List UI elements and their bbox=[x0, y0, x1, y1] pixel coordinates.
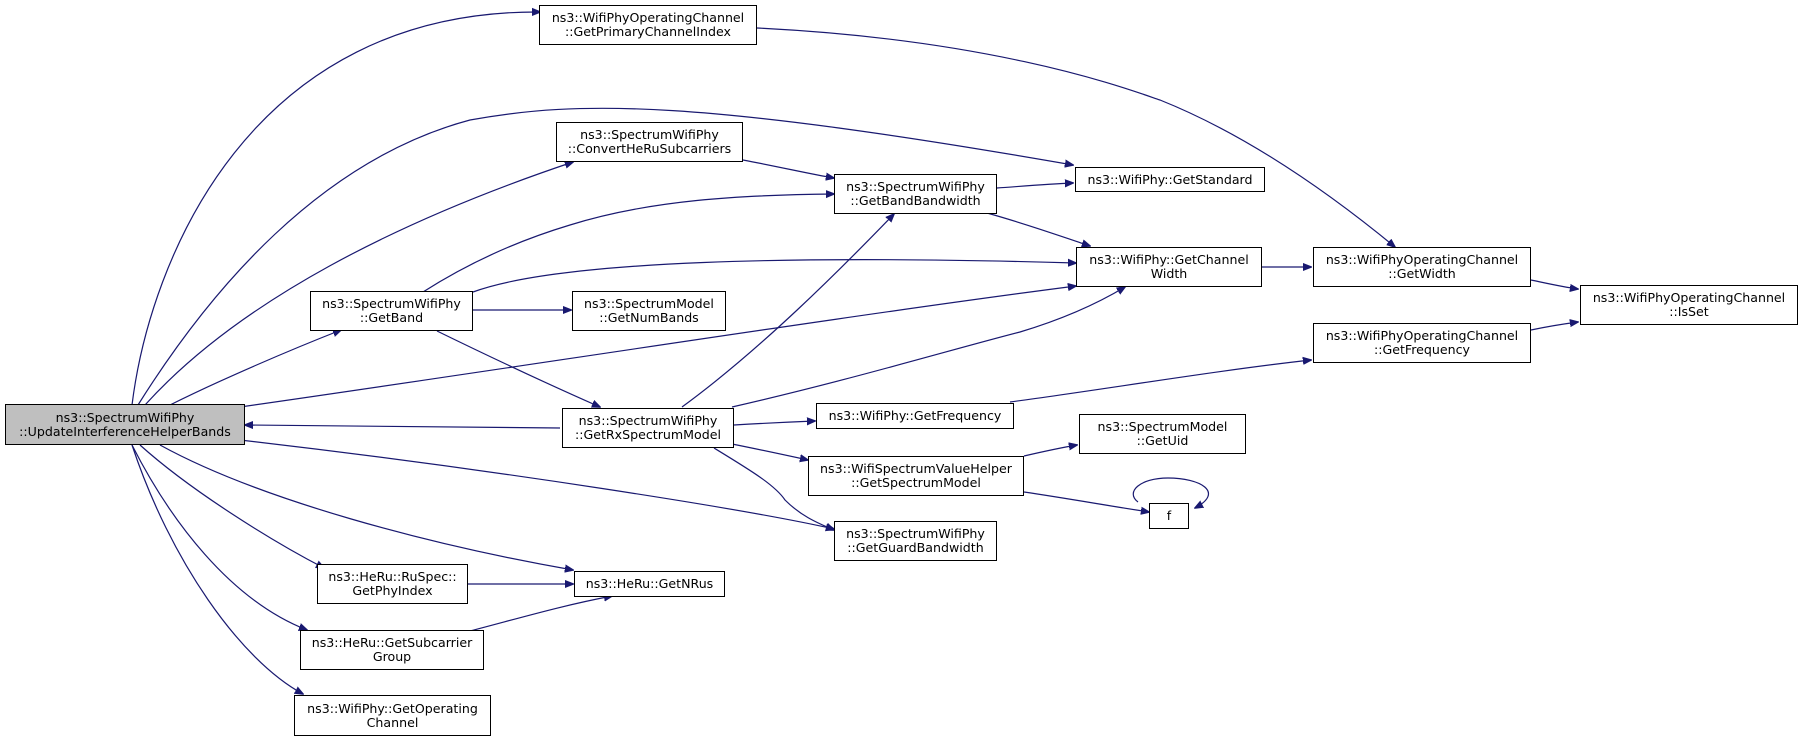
node-label-line1: ns3::SpectrumWifiPhy bbox=[322, 296, 461, 311]
edge-band-bandwidth-to-channel-width bbox=[986, 212, 1090, 246]
edge-rx-model-to-update bbox=[245, 425, 561, 428]
node-f[interactable]: f bbox=[1149, 503, 1189, 529]
edge-op-frequency-to-is-set bbox=[1530, 322, 1578, 331]
edge-getband-to-band-bandwidth bbox=[422, 194, 834, 293]
edge-update-to-n-rus bbox=[159, 444, 573, 570]
node-label-line2: ::ConvertHeRuSubcarriers bbox=[567, 141, 732, 156]
node-label-line1: ns3::WifiPhyOperatingChannel bbox=[1325, 252, 1519, 267]
edge-update-to-operating-channel bbox=[131, 444, 303, 694]
node-get-num-bands[interactable]: ns3::SpectrumModel ::GetNumBands bbox=[572, 291, 726, 331]
edge-spectrum-model-to-uid bbox=[1023, 445, 1077, 457]
edge-update-to-convert bbox=[144, 162, 573, 406]
edge-update-to-guard-bandwidth bbox=[239, 439, 834, 529]
node-label-line1: ns3::SpectrumWifiPhy bbox=[580, 127, 719, 142]
node-label-line1: ns3::WifiPhy::GetStandard bbox=[1087, 171, 1253, 187]
node-label-line2: Group bbox=[372, 649, 412, 664]
node-wifiphy-get-frequency[interactable]: ns3::WifiPhy::GetFrequency bbox=[816, 403, 1014, 429]
node-is-set[interactable]: ns3::WifiPhyOperatingChannel ::IsSet bbox=[1580, 285, 1798, 325]
node-label-line1: ns3::HeRu::GetSubcarrier bbox=[311, 635, 473, 650]
node-get-channel-width[interactable]: ns3::WifiPhy::GetChannel Width bbox=[1076, 247, 1262, 287]
node-get-uid[interactable]: ns3::SpectrumModel ::GetUid bbox=[1079, 414, 1246, 454]
node-label-line1: ns3::SpectrumWifiPhy bbox=[846, 179, 985, 194]
edge-convert-to-band-bandwidth bbox=[742, 159, 834, 178]
edge-update-to-subcarrier-group bbox=[131, 444, 307, 630]
node-label-line1: ns3::HeRu::RuSpec:: bbox=[328, 569, 457, 584]
node-label-line2: ::UpdateInterferenceHelperBands bbox=[19, 423, 231, 439]
node-label-line1: ns3::WifiPhy::GetChannel bbox=[1089, 252, 1249, 267]
node-label-line2: ::GetPrimaryChannelIndex bbox=[565, 24, 731, 39]
node-get-n-rus[interactable]: ns3::HeRu::GetNRus bbox=[574, 571, 725, 597]
node-label-line1: ns3::WifiPhyOperatingChannel bbox=[551, 10, 745, 25]
node-convert-he-ru-subcarriers[interactable]: ns3::SpectrumWifiPhy ::ConvertHeRuSubcar… bbox=[556, 122, 743, 162]
node-get-operating-channel[interactable]: ns3::WifiPhy::GetOperating Channel bbox=[294, 695, 491, 736]
edge-primary-index-to-op-width bbox=[756, 27, 1395, 247]
node-label-line2: ::GetSpectrumModel bbox=[851, 475, 981, 490]
node-get-guard-bandwidth[interactable]: ns3::SpectrumWifiPhy ::GetGuardBandwidth bbox=[834, 521, 997, 561]
edge-rx-model-to-band-bandwidth bbox=[681, 214, 894, 408]
node-label-line1: ns3::WifiSpectrumValueHelper bbox=[820, 461, 1012, 476]
node-get-primary-channel-index[interactable]: ns3::WifiPhyOperatingChannel ::GetPrimar… bbox=[539, 5, 757, 45]
edge-getband-to-channel-width bbox=[472, 260, 1076, 293]
node-get-phy-index[interactable]: ns3::HeRu::RuSpec:: GetPhyIndex bbox=[317, 564, 468, 604]
edge-wifiphy-frequency-to-op-frequency bbox=[1009, 360, 1311, 403]
node-get-spectrum-model[interactable]: ns3::WifiSpectrumValueHelper ::GetSpectr… bbox=[808, 456, 1024, 496]
edge-rx-model-to-guard-bandwidth bbox=[713, 447, 834, 530]
edge-rx-model-to-spectrum-model bbox=[731, 443, 808, 460]
node-label-line2: GetPhyIndex bbox=[352, 583, 433, 598]
node-label-line2: ::GetRxSpectrumModel bbox=[575, 427, 721, 442]
node-label-line2: ::GetGuardBandwidth bbox=[847, 540, 984, 555]
edge-update-to-standard bbox=[137, 107, 1073, 406]
node-label-line1: ns3::WifiPhyOperatingChannel bbox=[1325, 328, 1519, 343]
node-label-line2: ::GetUid bbox=[1136, 433, 1189, 448]
node-label-line1: ns3::SpectrumModel bbox=[584, 296, 714, 311]
node-label-line1: ns3::WifiPhyOperatingChannel bbox=[1592, 290, 1786, 305]
node-label-line2: ::IsSet bbox=[1669, 304, 1709, 319]
edges bbox=[131, 12, 1578, 694]
node-label-line2: ::GetFrequency bbox=[1374, 342, 1470, 357]
node-get-subcarrier-group[interactable]: ns3::HeRu::GetSubcarrier Group bbox=[300, 630, 484, 670]
node-label-line2: ::GetWidth bbox=[1388, 266, 1456, 281]
edge-getband-to-rx-model bbox=[436, 330, 600, 407]
edge-rx-model-to-channel-width bbox=[731, 287, 1125, 408]
edge-update-to-getband bbox=[169, 330, 341, 406]
node-update-interference-helper-bands: ns3::SpectrumWifiPhy ::UpdateInterferenc… bbox=[5, 404, 245, 445]
edge-band-bandwidth-to-standard bbox=[996, 183, 1073, 189]
node-label-line1: ns3::HeRu::GetNRus bbox=[585, 576, 714, 591]
node-label-line1: ns3::SpectrumWifiPhy bbox=[846, 526, 985, 541]
node-label-line1: ns3::SpectrumWifiPhy bbox=[578, 413, 718, 428]
node-label-line2: Width bbox=[1150, 266, 1188, 281]
edge-spectrum-model-to-f bbox=[1023, 491, 1149, 512]
node-get-rx-spectrum-model[interactable]: ns3::SpectrumWifiPhy ::GetRxSpectrumMode… bbox=[562, 408, 734, 448]
edge-rx-model-to-wifiphy-frequency bbox=[733, 421, 815, 425]
edge-op-width-to-is-set bbox=[1530, 279, 1578, 289]
node-get-band[interactable]: ns3::SpectrumWifiPhy ::GetBand bbox=[310, 291, 473, 331]
node-label-line2: ::GetNumBands bbox=[599, 310, 699, 325]
node-label-line1: f bbox=[1166, 508, 1172, 523]
node-operating-channel-get-width[interactable]: ns3::WifiPhyOperatingChannel ::GetWidth bbox=[1313, 247, 1531, 287]
edge-update-to-primary-index bbox=[131, 12, 540, 406]
node-label-line2: ::GetBandBandwidth bbox=[850, 193, 981, 208]
node-get-standard[interactable]: ns3::WifiPhy::GetStandard bbox=[1075, 167, 1265, 192]
node-label-line1: ns3::WifiPhy::GetOperating bbox=[307, 700, 478, 716]
edge-f-self-loop bbox=[1132, 477, 1210, 508]
node-label-line1: ns3::WifiPhy::GetFrequency bbox=[828, 408, 1002, 423]
node-label-line2: Channel bbox=[366, 714, 419, 730]
node-label-line1: ns3::SpectrumModel bbox=[1097, 419, 1228, 434]
edge-update-to-phy-index bbox=[139, 444, 324, 568]
edge-update-to-channel-width bbox=[239, 286, 1076, 408]
node-get-band-bandwidth[interactable]: ns3::SpectrumWifiPhy ::GetBandBandwidth bbox=[834, 174, 997, 214]
node-label-line2: ::GetBand bbox=[359, 310, 424, 325]
node-label-line1: ns3::SpectrumWifiPhy bbox=[55, 409, 195, 425]
node-operating-channel-get-frequency[interactable]: ns3::WifiPhyOperatingChannel ::GetFreque… bbox=[1313, 323, 1531, 363]
edge-subcarrier-group-to-n-rus bbox=[469, 596, 612, 632]
